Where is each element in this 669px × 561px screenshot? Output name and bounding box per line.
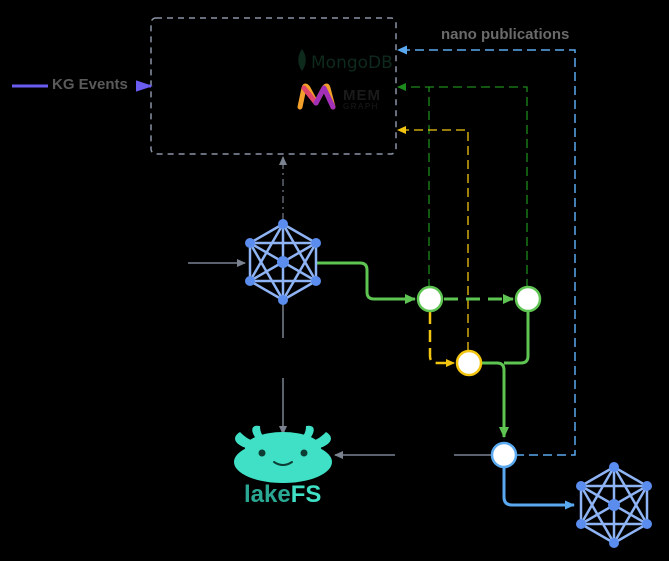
lakefs-axolotl-icon	[234, 425, 332, 483]
yellow-node[interactable]	[455, 349, 483, 377]
blue-node[interactable]	[490, 441, 518, 469]
green-node-1[interactable]	[416, 285, 444, 313]
yellow-to-blue-flow	[482, 361, 509, 438]
database-container	[150, 17, 397, 155]
nano-publications-label: nano publications	[441, 26, 570, 43]
memgraph-icon	[297, 83, 336, 110]
memgraph-feed-line-1	[397, 83, 430, 288]
blue-to-output-flow	[502, 468, 575, 510]
nano-publications-line	[397, 45, 576, 456]
lakefs-logo-text-fs: FS	[290, 481, 322, 508]
mongodb-leaf-icon	[298, 49, 306, 71]
kg-events-label-bg	[48, 76, 136, 96]
network-icon	[245, 219, 321, 305]
lakefs-logo-text-lake: lake	[244, 481, 291, 508]
memgraph-feed-line-2	[429, 86, 528, 288]
yellow-flow	[428, 312, 455, 367]
yellow-feed-line	[397, 126, 469, 351]
green-node-2[interactable]	[514, 285, 542, 313]
green-flow-1	[315, 261, 416, 304]
mongodb-logo-text: MongoDB	[311, 53, 393, 73]
memgraph-logo-subtext: GRAPH	[343, 102, 379, 111]
memgraph-logo-text: MEM	[343, 87, 381, 104]
network-icon	[576, 462, 652, 548]
kg-events-label: KG Events	[52, 76, 128, 93]
lakefs-logo-text: lakeFS	[244, 481, 321, 509]
green2-to-blue-flow	[504, 312, 530, 365]
